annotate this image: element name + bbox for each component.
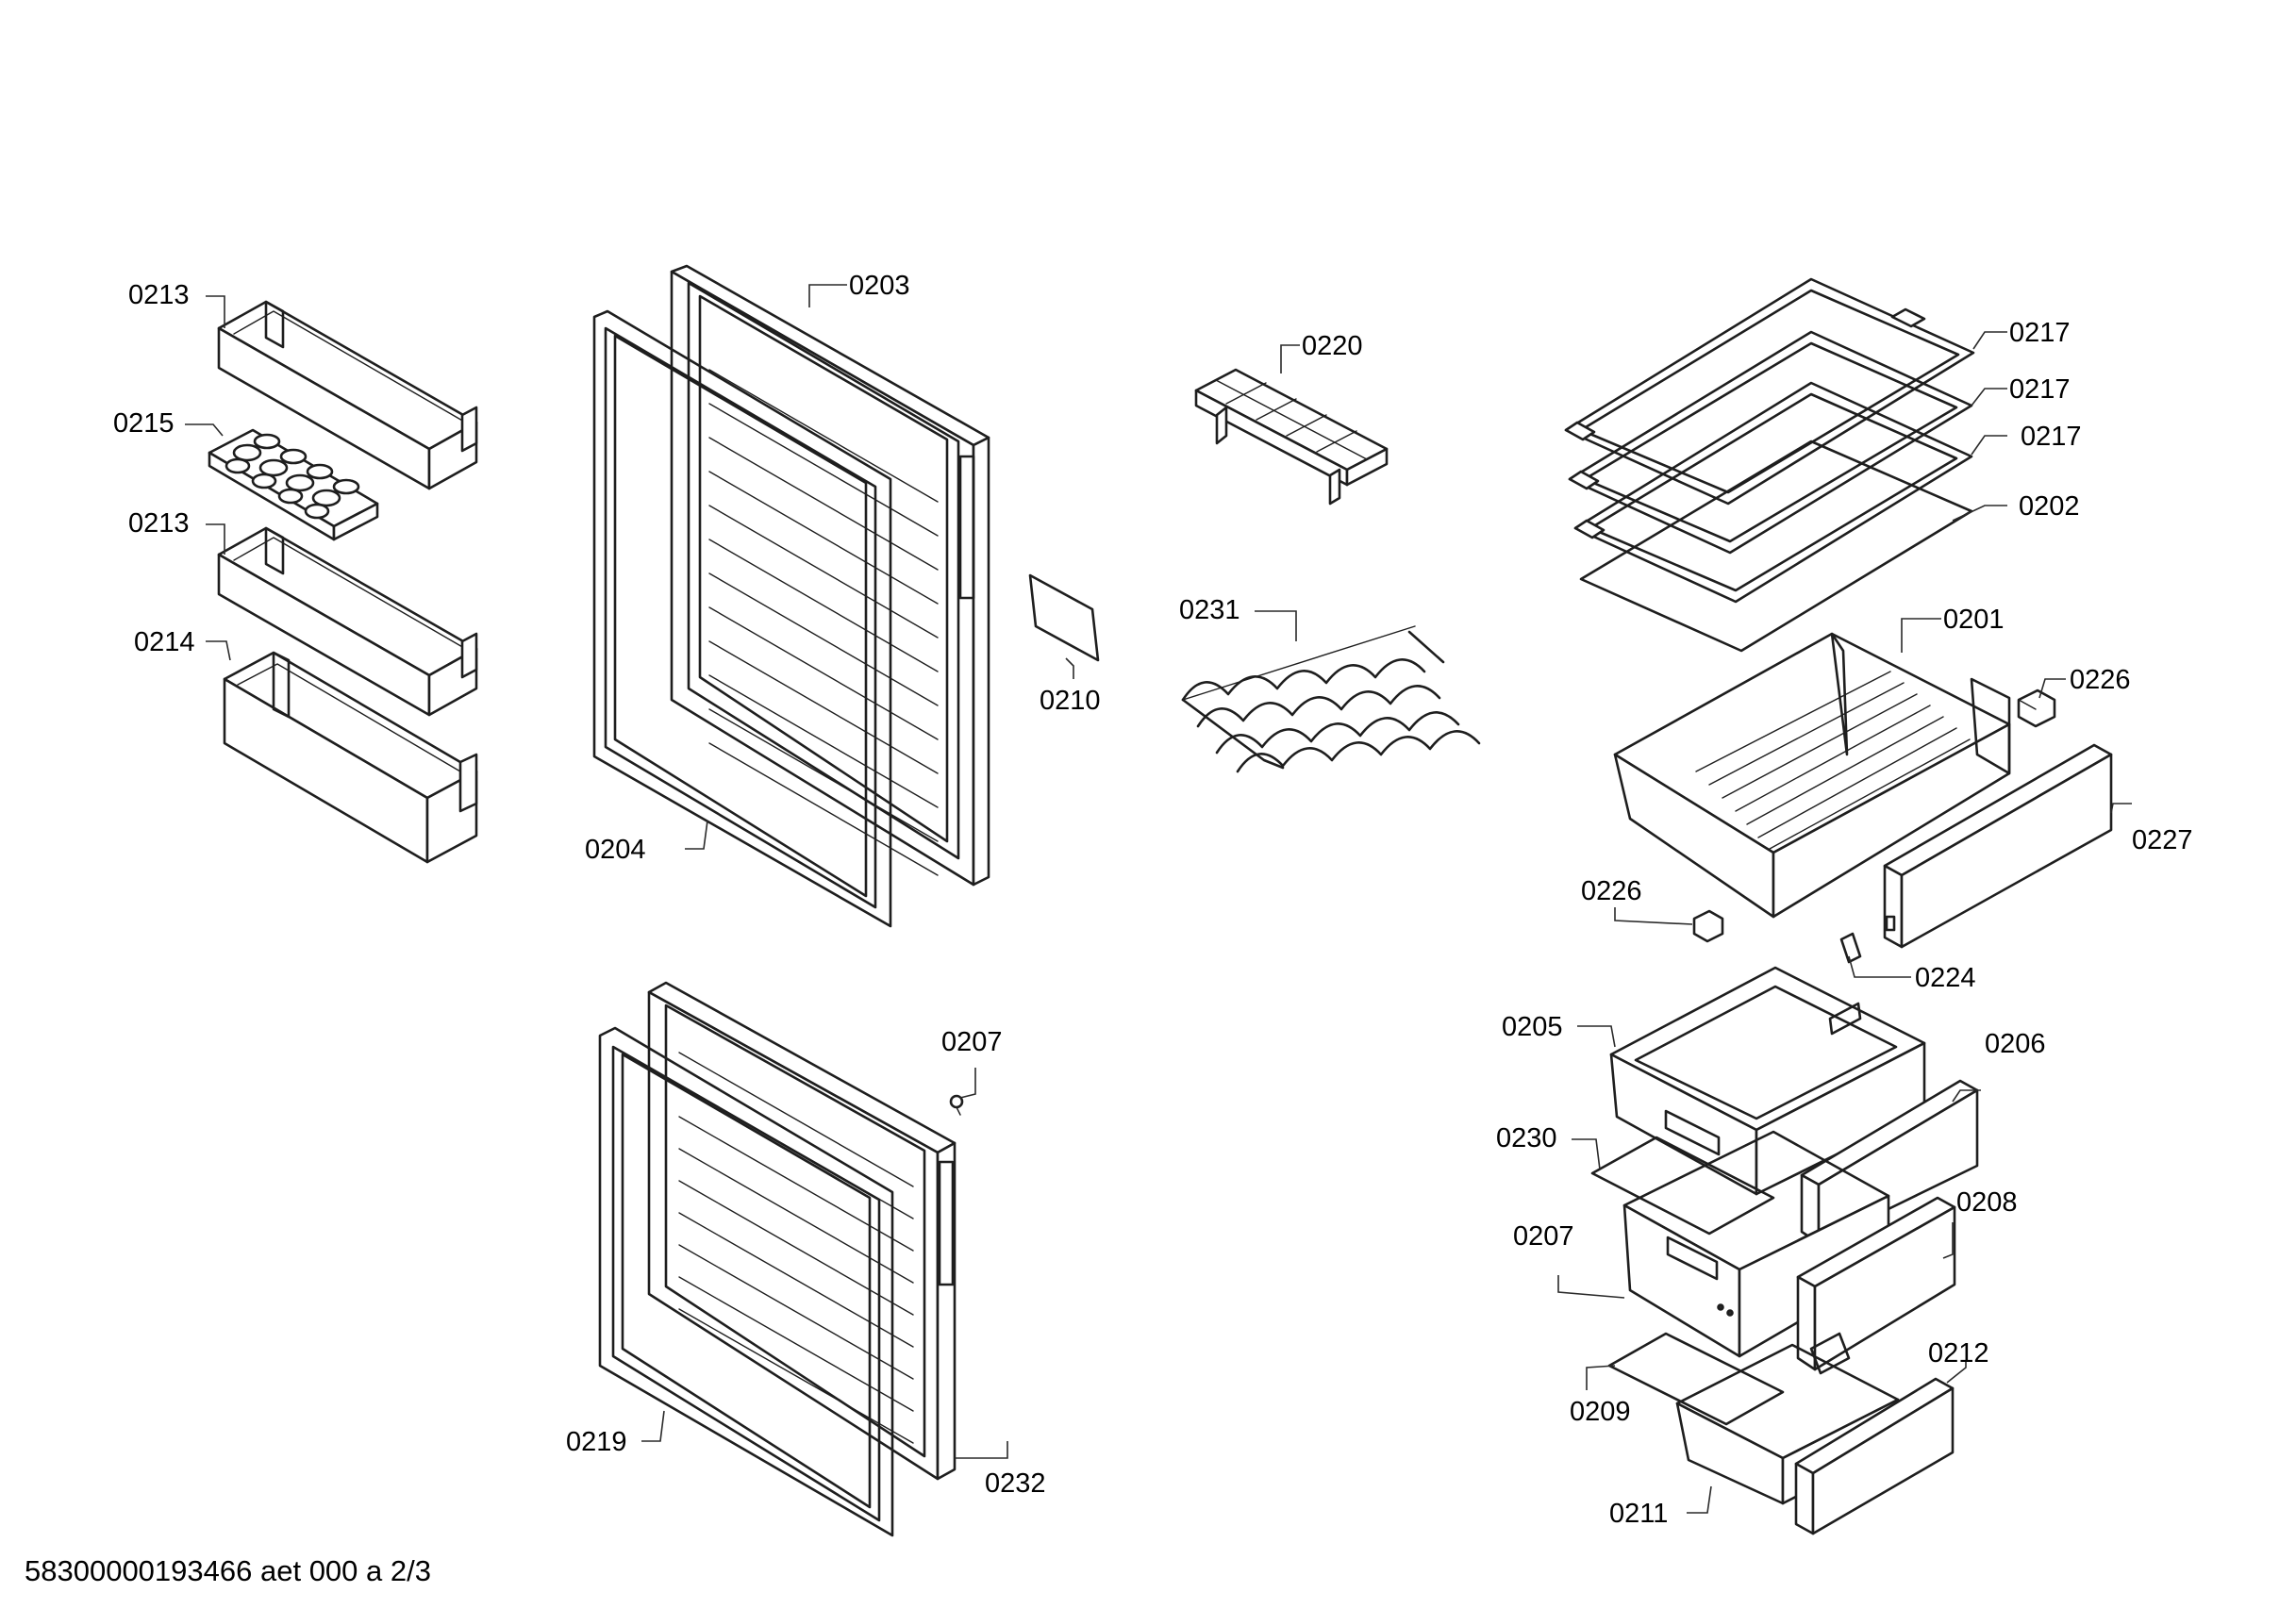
egg-tray-0215 — [208, 428, 379, 541]
callout-0226-lower: 0226 — [1581, 876, 1642, 906]
drawer-front-0206 — [1800, 1079, 1979, 1245]
callout-0227: 0227 — [2132, 825, 2193, 855]
callout-0202: 0202 — [2019, 491, 2080, 522]
callout-labels: 0213 0215 0213 0214 0203 0204 0210 0220 … — [113, 271, 2193, 1529]
fridge-door-0203 — [670, 264, 990, 887]
callout-0209: 0209 — [1570, 1397, 1631, 1427]
callout-0207-drawer: 0207 — [1513, 1221, 1574, 1252]
callout-0201: 0201 — [1943, 605, 2005, 635]
clip-0226-lower — [1692, 909, 1724, 943]
callout-0212: 0212 — [1928, 1338, 1989, 1368]
door-gasket-0204 — [592, 309, 892, 928]
document-code: 58300000193466 aet 000 a 2/3 — [25, 1554, 431, 1587]
callout-0213-upper: 0213 — [128, 280, 190, 310]
clip-0224 — [1839, 932, 1862, 964]
callout-0206: 0206 — [1985, 1029, 2046, 1059]
bottle-rack-0231 — [1181, 625, 1481, 773]
callout-0215: 0215 — [113, 408, 175, 439]
clip-0226-upper — [2017, 688, 2056, 728]
callout-0226-upper: 0226 — [2070, 665, 2131, 695]
callout-0224: 0224 — [1915, 963, 1976, 993]
callout-0219: 0219 — [566, 1427, 627, 1457]
drawer-front-0227 — [1883, 743, 2113, 949]
screw-0207 — [949, 1094, 964, 1116]
drawer-front-0208 — [1796, 1196, 1956, 1371]
door-shelf-0214 — [223, 651, 478, 864]
callout-0231: 0231 — [1179, 595, 1240, 625]
callout-0204: 0204 — [585, 835, 646, 865]
callout-0213-lower: 0213 — [128, 508, 190, 539]
freezer-door-lower — [647, 981, 957, 1481]
glass-shelf-0217-b — [1568, 330, 1973, 555]
door-gasket-0219 — [598, 1026, 894, 1537]
label-sheet-0210 — [1028, 573, 1100, 662]
glass-shelf-0217-c — [1573, 381, 1973, 604]
callout-0207-screw: 0207 — [941, 1027, 1003, 1057]
door-shelf-0213-upper — [217, 300, 478, 490]
callout-0230: 0230 — [1496, 1123, 1557, 1153]
callout-0217-b: 0217 — [2009, 374, 2071, 405]
callout-0208: 0208 — [1956, 1187, 2018, 1218]
callout-0232: 0232 — [985, 1468, 1046, 1499]
glass-plate-0230 — [1590, 1136, 1775, 1236]
glass-shelf-0217-a — [1564, 277, 1975, 506]
ice-cube-tray-0220 — [1194, 368, 1389, 506]
callout-0217-a: 0217 — [2009, 318, 2071, 348]
callout-0205: 0205 — [1502, 1012, 1563, 1042]
crisper-drawer-0201 — [1613, 632, 2011, 919]
drawer-front-0212 — [1794, 1377, 1955, 1535]
callout-0220: 0220 — [1302, 331, 1363, 361]
callout-0203: 0203 — [849, 271, 910, 301]
callout-0214: 0214 — [134, 627, 195, 657]
door-shelf-0213-lower — [217, 526, 478, 717]
glass-plate-0209 — [1607, 1332, 1785, 1426]
callout-0211: 0211 — [1609, 1499, 1668, 1529]
callout-0217-c: 0217 — [2021, 422, 2082, 452]
leader-lines — [185, 284, 2132, 1514]
callout-0210: 0210 — [1040, 686, 1101, 716]
